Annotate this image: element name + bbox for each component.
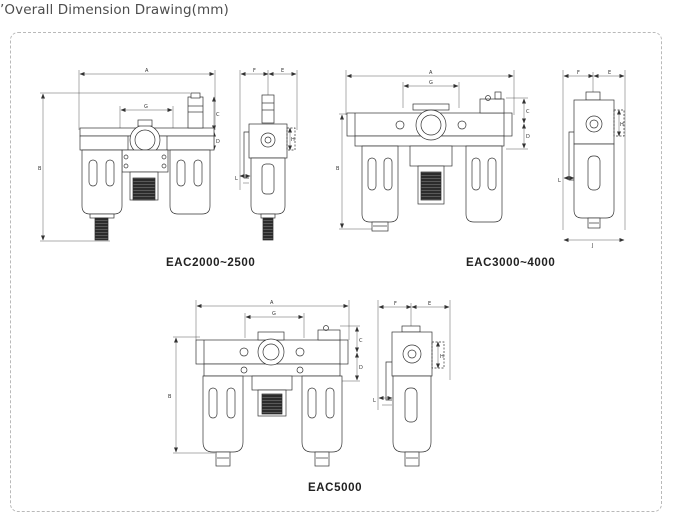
model-caption: EAC3000~4000 (466, 257, 556, 269)
dim-label-h: H (291, 137, 295, 143)
dim-label-a: A (270, 300, 274, 306)
model-caption: EAC2000~2500 (166, 257, 256, 269)
dim-label-c: C (526, 109, 530, 115)
dim-label-d: D (526, 134, 530, 140)
dim-label-l: L (373, 398, 376, 404)
dim-label-d: D (216, 139, 220, 145)
dim-label-e: E (281, 68, 284, 74)
dim-label-b: B (336, 166, 340, 172)
dim-label-f: F (394, 301, 397, 307)
dim-label-b: B (38, 166, 42, 172)
model-caption: EAC5000 (308, 482, 363, 494)
eac2000-front-view (40, 70, 216, 242)
dim-label-b: B (168, 394, 172, 400)
eac5000-side-view (377, 300, 451, 467)
eac2000-side-view (239, 70, 298, 241)
dim-label-e: E (608, 70, 611, 76)
page-title: ’Overall Dimension Drawing(mm) (0, 2, 229, 18)
drawing-frame (10, 32, 662, 512)
dim-label-l: L (235, 176, 238, 182)
eac3000-side-view (562, 70, 626, 242)
dim-label-j: J (591, 243, 593, 249)
dimension-labels: A G B C D F E H L A G B C D F E H L J A … (38, 68, 624, 404)
dim-label-l: L (558, 178, 561, 184)
dim-label-d: D (359, 365, 363, 371)
dim-label-g: G (144, 104, 148, 110)
dim-label-a: A (145, 68, 149, 74)
dim-label-f: F (253, 68, 256, 74)
eac5000-front-view (173, 300, 360, 467)
dim-label-c: C (359, 338, 363, 344)
dim-label-f: F (577, 70, 580, 76)
dim-label-e: E (428, 301, 431, 307)
eac3000-front-view (339, 70, 528, 232)
dim-label-g: G (272, 311, 276, 317)
dim-label-g: G (429, 80, 433, 86)
dim-label-h: H (620, 122, 624, 128)
dim-label-h: H (440, 354, 444, 360)
dim-label-a: A (429, 70, 433, 76)
dim-label-c: C (216, 112, 220, 118)
